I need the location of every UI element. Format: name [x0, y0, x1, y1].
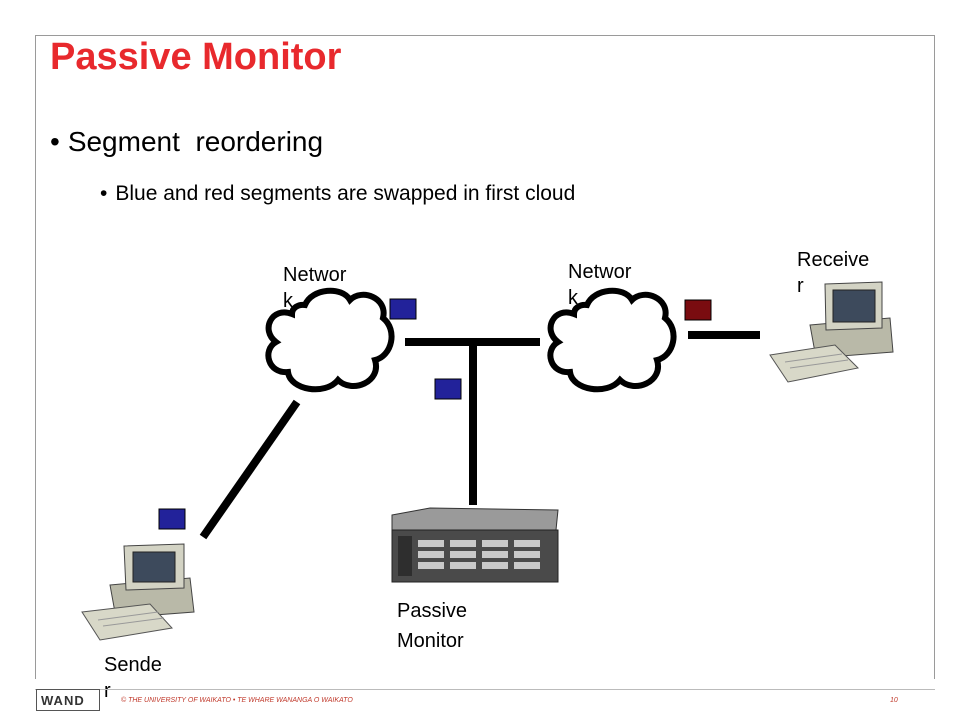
- label-line: r: [104, 680, 111, 702]
- label-line: Receive: [797, 249, 870, 271]
- blue-segment: [389, 298, 417, 320]
- network2-label: Networ k: [568, 259, 631, 311]
- network-cloud-2: [547, 287, 677, 393]
- bullet-dot: •: [50, 126, 60, 157]
- slide-title: Passive Monitor: [50, 36, 342, 78]
- slide-frame: [35, 35, 935, 679]
- blue-segment: [434, 378, 462, 400]
- red-segment: [684, 299, 712, 321]
- label-line: Passive: [397, 600, 468, 622]
- bullet1-text: Segment reordering: [67, 126, 324, 157]
- page-number: 10: [890, 697, 898, 704]
- footer-divider: [35, 689, 935, 690]
- label-line: Networ: [568, 261, 632, 283]
- sender-computer-icon: [81, 543, 195, 641]
- bullet-level1: •Segment reordering: [50, 126, 323, 158]
- label-line: Sende: [104, 654, 162, 676]
- passive-monitor-device-icon: [391, 507, 559, 583]
- label-line: r: [797, 275, 804, 297]
- network1-label: Networ k: [283, 262, 346, 314]
- network-cloud-1: [265, 287, 395, 393]
- bullet-level2: • Blue and red segments are swapped in fi…: [100, 182, 575, 206]
- blue-segment: [158, 508, 186, 530]
- monitor-label: Passive Monitor: [397, 596, 467, 656]
- receiver-computer-icon: [769, 281, 894, 383]
- label-line: Networ: [283, 264, 347, 286]
- bullet2-text: Blue and red segments are swapped in fir…: [115, 182, 576, 205]
- label-line: k: [283, 290, 293, 312]
- wand-logo: WAND: [36, 689, 100, 711]
- svg-text:WAND: WAND: [41, 693, 85, 708]
- sender-label: Sende r: [104, 652, 162, 704]
- footer-text: © THE UNIVERSITY OF WAIKATO • TE WHARE W…: [121, 697, 353, 704]
- label-line: Monitor: [397, 630, 464, 652]
- label-line: k: [568, 287, 578, 309]
- wand-logo-icon: WAND: [41, 693, 85, 708]
- bullet-dot: •: [100, 182, 108, 205]
- sender-link: [199, 399, 301, 540]
- receiver-label: Receive r: [797, 247, 869, 299]
